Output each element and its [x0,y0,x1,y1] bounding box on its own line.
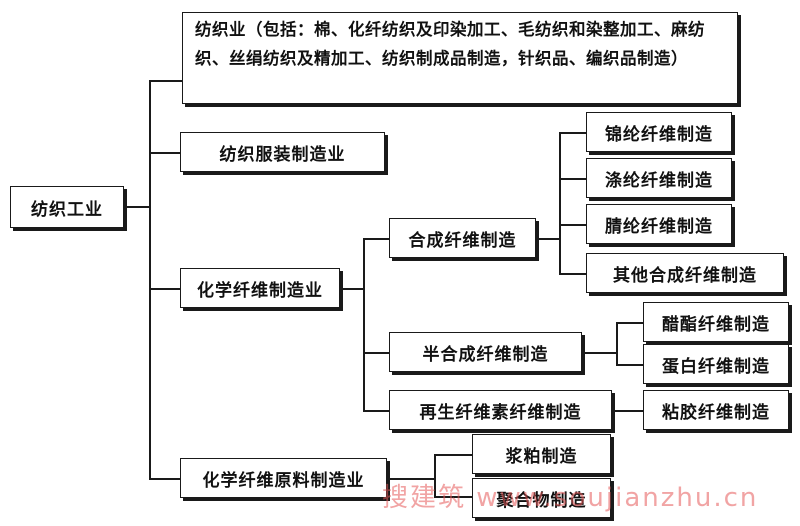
connector [363,238,389,240]
connector [434,454,436,498]
raw-material-child-node: 浆粕制造 [472,434,611,474]
raw-material-node: 化学纤维原料制造业 [180,458,387,498]
synthetic-fiber-node: 合成纤维制造 [389,218,536,258]
connector [124,206,150,208]
connector [559,132,586,134]
synthetic-child-node: 腈纶纤维制造 [586,204,732,244]
connector [559,273,586,275]
semi-synthetic-child-node: 蛋白纤维制造 [643,344,789,384]
watermark-text: 搜建筑 www.soujianzhu.cn [382,483,759,513]
connector [616,364,643,366]
synthetic-child-node: 锦纶纤维制造 [586,112,732,152]
connector [612,410,643,412]
connector [616,322,643,324]
raw-material-child-node: 聚合物制造 [472,478,611,518]
connector [363,352,389,354]
connector [149,288,180,290]
connector [559,178,586,180]
connector [434,454,472,456]
synthetic-child-node: 涤纶纤维制造 [586,158,732,198]
regenerated-cellulose-node: 再生纤维素纤维制造 [389,390,612,430]
connector [582,352,617,354]
connector [559,132,561,275]
root-node: 纺织工业 [10,186,124,228]
connector [149,80,182,82]
connector [363,238,365,412]
connector [149,478,180,480]
semi-synthetic-fiber-node: 半合成纤维制造 [389,332,582,372]
synthetic-child-node: 其他合成纤维制造 [586,253,784,293]
connector [616,322,618,366]
chemical-fiber-node: 化学纤维制造业 [180,268,340,308]
connector [340,288,364,290]
textile-node: 纺织业（包括：棉、化纤纺织及印染加工、毛纺织和染整加工、麻纺织、丝绢纺织及精加工… [182,12,738,104]
connector [387,478,435,480]
apparel-node: 纺织服装制造业 [180,132,385,172]
connector [559,224,586,226]
connector [536,238,560,240]
connector [434,496,472,498]
connector [363,410,389,412]
regenerated-child-node: 粘胶纤维制造 [643,390,789,430]
semi-synthetic-child-node: 醋酯纤维制造 [643,302,789,342]
connector [149,152,180,154]
connector [149,80,151,479]
